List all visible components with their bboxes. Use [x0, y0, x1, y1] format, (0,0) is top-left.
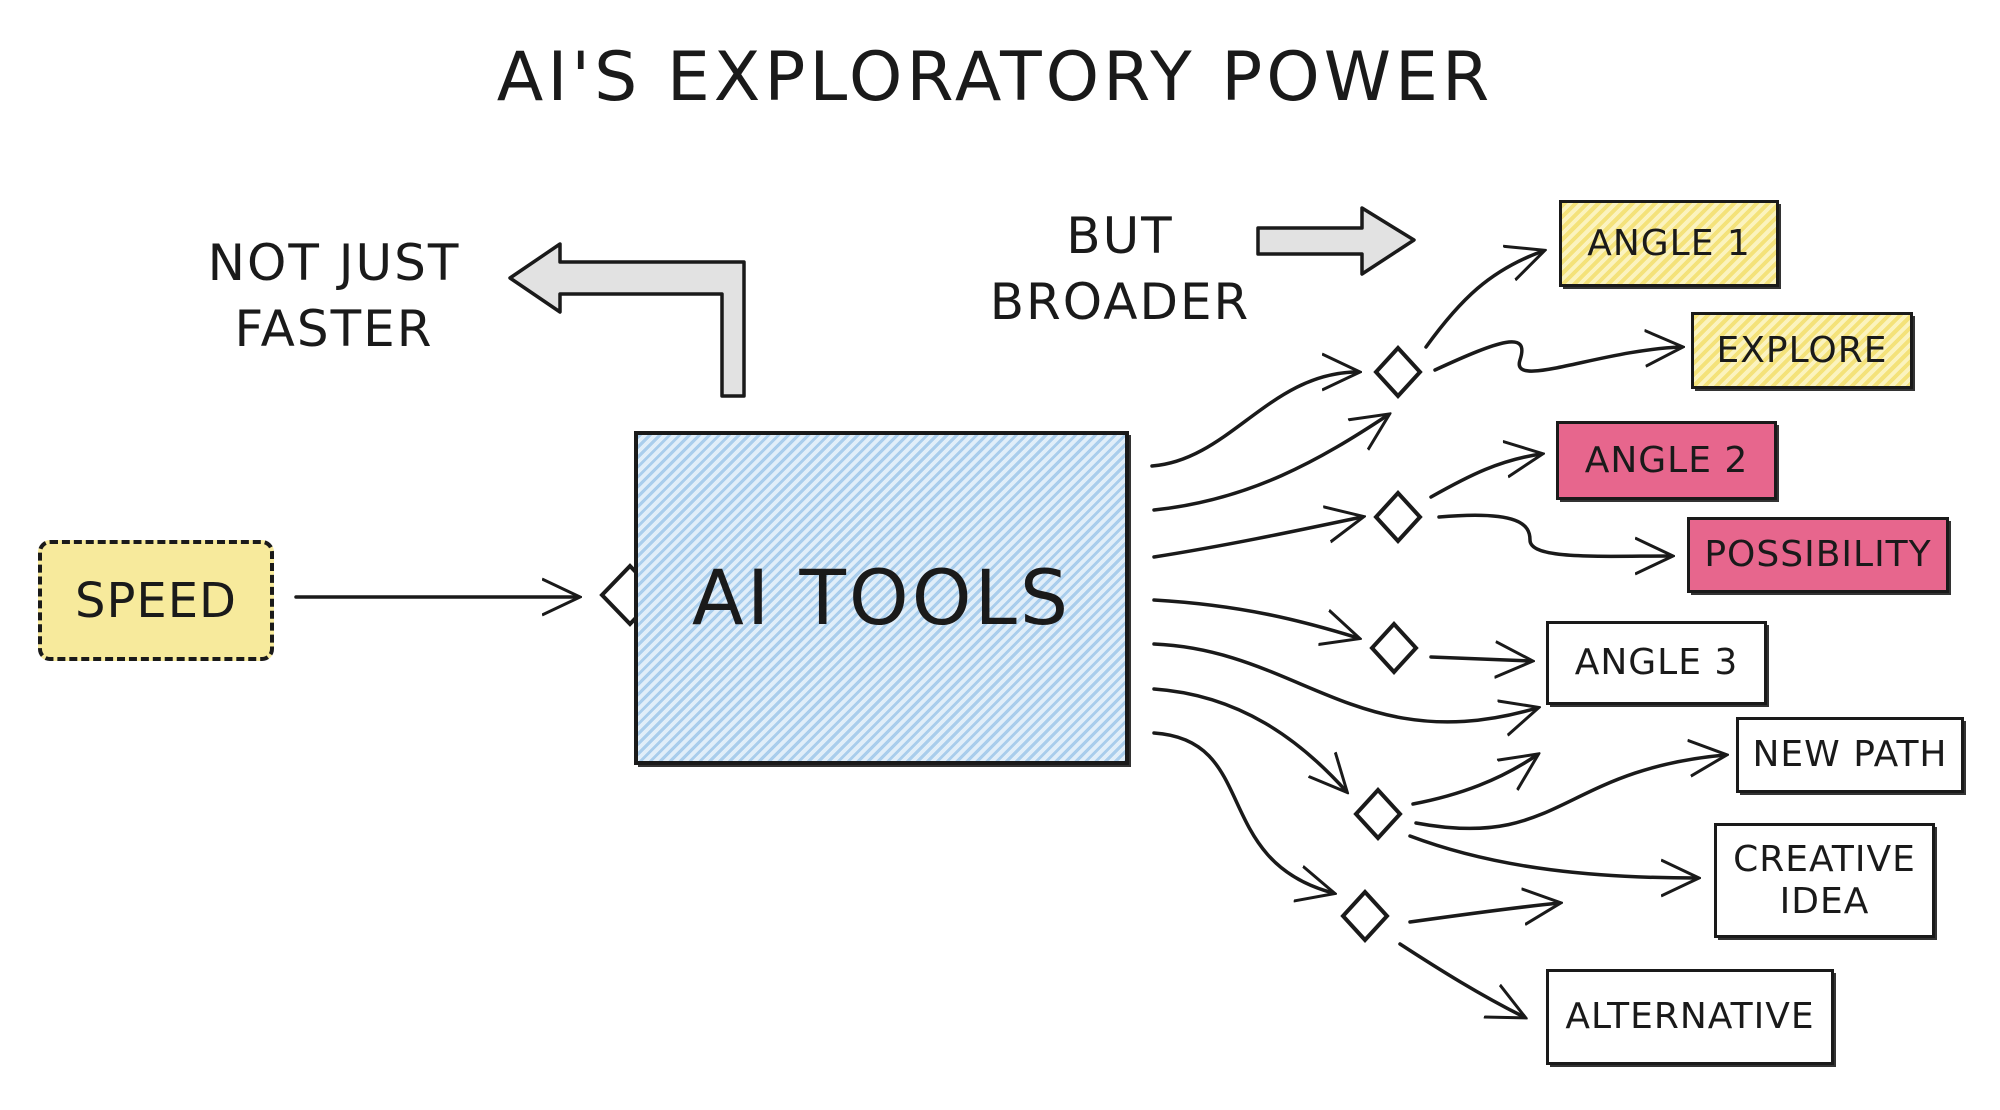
output-explore: EXPLORE — [1691, 312, 1913, 389]
output-label: ALTERNATIVE — [1565, 996, 1815, 1037]
output-label: EXPLORE — [1716, 329, 1888, 371]
output-label: ANGLE 3 — [1574, 642, 1739, 683]
note-not-just-faster: NOT JUST FASTER — [184, 230, 484, 362]
block-arrow-left — [508, 242, 746, 398]
ai-tools-box: AI TOOLS — [634, 431, 1129, 765]
output-possibility: POSSIBILITY — [1687, 517, 1949, 593]
arrow-d5-alternative — [1398, 942, 1524, 1017]
note-but-broader: BUT BROADER — [970, 203, 1270, 335]
arrow-d4-up — [1411, 755, 1537, 806]
output-label: ANGLE 1 — [1587, 222, 1751, 264]
output-label: POSSIBILITY — [1704, 534, 1932, 575]
arrow-ai-to-angle-3 — [1152, 642, 1537, 722]
output-label: CREATIVE IDEA — [1733, 838, 1916, 922]
arrow-ai-to-diamond-1 — [1150, 372, 1358, 468]
speed-label: SPEED — [74, 572, 238, 629]
arrow-ai-to-diamond-4 — [1152, 687, 1346, 791]
arrow-d1-explore — [1433, 342, 1681, 373]
arrow-d1-angle-1 — [1424, 251, 1543, 349]
speed-box: SPEED — [38, 540, 274, 661]
arrow-ai-to-diamond-1b — [1152, 415, 1388, 512]
block-arrow-right — [1256, 206, 1416, 276]
output-label: NEW PATH — [1752, 734, 1948, 775]
arrow-d4-new-path — [1414, 755, 1725, 831]
arrow-ai-to-diamond-5 — [1152, 731, 1333, 893]
note-right-line-1: BUT — [1066, 207, 1174, 265]
diamond-node-5 — [1340, 889, 1390, 943]
arrow-d3-angle-3 — [1429, 657, 1531, 661]
output-angle-3: ANGLE 3 — [1546, 621, 1767, 705]
note-left-line-1: NOT JUST — [207, 234, 461, 292]
diamond-node-4 — [1353, 787, 1403, 841]
arrow-d2-angle-2 — [1429, 454, 1541, 499]
output-angle-2: ANGLE 2 — [1556, 421, 1777, 500]
arrow-ai-to-diamond-2 — [1152, 517, 1362, 559]
diamond-node-2 — [1373, 490, 1423, 544]
ai-tools-label: AI TOOLS — [691, 553, 1072, 642]
arrow-ai-to-diamond-3 — [1152, 598, 1358, 638]
arrow-d4-creative-idea — [1408, 834, 1697, 878]
diamond-node-1 — [1373, 345, 1423, 399]
output-alternative: ALTERNATIVE — [1546, 969, 1834, 1065]
note-left-line-2: FASTER — [234, 300, 434, 358]
arrow-d2-possibility — [1437, 513, 1671, 556]
output-new-path: NEW PATH — [1736, 717, 1964, 793]
output-creative-idea: CREATIVE IDEA — [1714, 823, 1935, 938]
page-title: AI'S EXPLORATORY POWER — [496, 38, 1494, 117]
note-right-line-2: BROADER — [989, 273, 1251, 331]
output-angle-1: ANGLE 1 — [1559, 200, 1779, 287]
arrow-d5-right — [1408, 903, 1559, 922]
output-label: ANGLE 2 — [1584, 439, 1749, 481]
diamond-node-3 — [1369, 621, 1419, 675]
